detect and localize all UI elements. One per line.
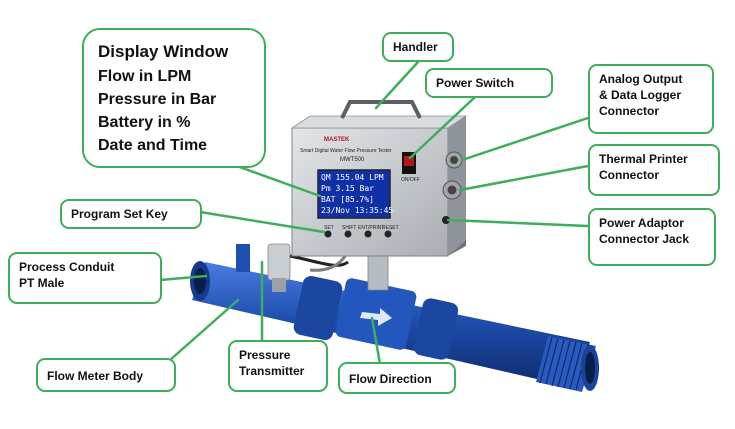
process-conduit-line1: Process Conduit (19, 260, 115, 274)
instrument-box (290, 100, 468, 257)
power-switch-label: Power Switch (436, 76, 515, 90)
device-subtitle: Smart Digital Water Flow Pressure Tester (300, 148, 392, 154)
analog-output-line3: Connector (599, 104, 659, 119)
model-label: MWT500 (340, 157, 365, 163)
handler-label: Handler (393, 40, 438, 54)
flow-direction-label: Flow Direction (349, 372, 432, 386)
screen-row-datetime: 23/Nov 13:35:45 (321, 206, 394, 215)
callout-flow-direction: Flow Direction (338, 362, 456, 394)
display-window-title: Display Window (98, 42, 229, 61)
analog-output-line2: & Data Logger (599, 88, 682, 103)
screen-row-flow: QM 155.04 LPM (321, 173, 384, 182)
callout-flow-meter-body: Flow Meter Body (36, 358, 176, 392)
brand-label: MASTEK (324, 137, 350, 143)
power-adaptor-line1: Power Adaptor (599, 216, 684, 230)
thermal-printer-line1: Thermal Printer (599, 152, 688, 166)
button-label-ent-print: ENT/PRINT (358, 225, 385, 231)
thermal-printer-line2: Connector (599, 168, 659, 183)
display-window-battery: Battery in % (98, 114, 191, 132)
switch-label: ON/OFF (401, 177, 420, 183)
display-window-datetime: Date and Time (98, 137, 208, 155)
screen-row-pressure: Pm 3.15 Bar (321, 184, 374, 193)
button-label-reset: RESET (382, 225, 399, 231)
flow-meter-body-label: Flow Meter Body (47, 369, 144, 383)
pressure-transmitter-line1: Pressure (239, 348, 291, 362)
button-label-shift: SHIFT (342, 225, 357, 231)
callout-thermal-printer: Thermal Printer Connector (588, 144, 720, 196)
display-window-flow: Flow in LPM (98, 67, 192, 85)
analog-output-line1: Analog Output (599, 72, 683, 86)
lcd-screen (317, 169, 391, 219)
callout-display-window: Display Window Flow in LPM Pressure in B… (82, 28, 266, 168)
program-set-key-label: Program Set Key (71, 207, 168, 221)
callout-program-set-key: Program Set Key (60, 199, 202, 229)
process-conduit-line2: PT Male (19, 276, 65, 291)
callout-analog-output: Analog Output & Data Logger Connector (588, 64, 714, 134)
display-window-pressure: Pressure in Bar (98, 90, 217, 108)
callout-power-switch: Power Switch (425, 68, 553, 98)
screen-row-battery: BAT [85.7%] (321, 195, 374, 204)
program-set-keys (324, 230, 392, 238)
pressure-transmitter-line2: Transmitter (239, 364, 305, 379)
callout-handler: Handler (382, 32, 454, 62)
button-label-set: SET (324, 225, 334, 231)
pressure-transmitter-device (236, 243, 349, 292)
callout-pressure-transmitter: Pressure Transmitter (228, 340, 328, 392)
callout-power-adaptor: Power Adaptor Connector Jack (588, 208, 716, 266)
callout-process-conduit: Process Conduit PT Male (8, 252, 162, 304)
power-adaptor-line2: Connector Jack (599, 232, 690, 247)
flow-meter-pipe (190, 261, 599, 392)
